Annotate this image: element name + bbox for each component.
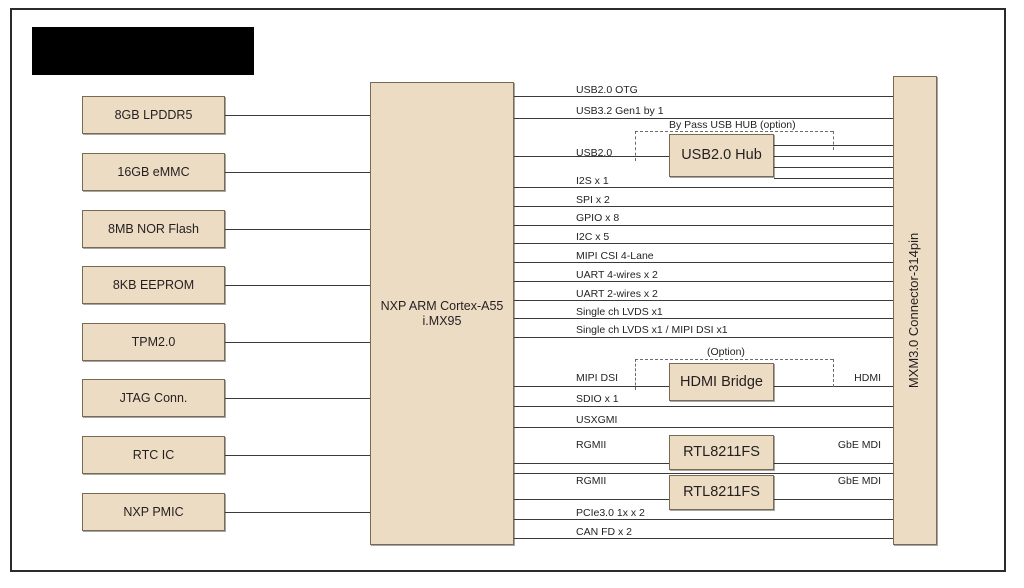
bypass-usb-hub-right-leg xyxy=(833,131,834,150)
output-label-hdmi: HDMI xyxy=(854,372,881,384)
iface-label-gpio: GPIO x 8 xyxy=(576,212,620,224)
module-label: RTL8211FS xyxy=(683,444,760,461)
bypass-usb-hub-left-leg xyxy=(635,131,636,161)
signal-line-hub-port-2 xyxy=(774,156,893,157)
iface-label-lvds-dsi: Single ch LVDS x1 / MIPI DSI x1 xyxy=(576,324,728,336)
signal-line-uart4 xyxy=(514,281,893,282)
iface-label-usb2: USB2.0 xyxy=(576,147,613,159)
module-label: USB2.0 Hub xyxy=(681,147,762,164)
block-label: TPM2.0 xyxy=(131,334,176,349)
block-soc-imx95[interactable]: NXP ARM Cortex-A55 i.MX95 xyxy=(370,82,514,545)
block-hdmi-bridge[interactable]: HDMI Bridge xyxy=(669,363,774,401)
signal-line-phy1-to-mdi xyxy=(774,463,893,464)
block-lpddr5[interactable]: 8GB LPDDR5 xyxy=(82,96,225,134)
signal-line-hub-port-4 xyxy=(774,178,893,179)
signal-line-rgmii1-to-phy xyxy=(514,463,669,464)
block-label: 16GB eMMC xyxy=(117,164,190,179)
line-tpm xyxy=(225,342,370,343)
block-label: NXP PMIC xyxy=(123,504,184,519)
output-label-gbe-mdi-2: GbE MDI xyxy=(837,475,881,487)
iface-label-usb32-gen1: USB3.2 Gen1 by 1 xyxy=(576,105,664,117)
iface-label-lvds: Single ch LVDS x1 xyxy=(576,306,663,318)
redacted-title-bar xyxy=(32,27,254,75)
iface-label-uart4: UART 4-wires x 2 xyxy=(576,269,658,281)
signal-line-mipi-csi xyxy=(514,262,893,263)
line-lpddr5 xyxy=(225,115,370,116)
mxm-connector-label: MXM3.0 Connector-314pin xyxy=(906,232,922,389)
signal-line-pcie xyxy=(514,519,893,520)
bypass-usb-hub-note: By Pass USB HUB (option) xyxy=(669,119,796,131)
block-jtag[interactable]: JTAG Conn. xyxy=(82,379,225,417)
signal-line-usb2-to-hub xyxy=(514,156,669,157)
signal-line-usb2-otg xyxy=(514,96,893,97)
iface-label-rgmii-1: RGMII xyxy=(576,439,607,451)
line-rtc xyxy=(225,455,370,456)
option-hdmi-left-leg xyxy=(635,359,636,390)
iface-label-spi: SPI x 2 xyxy=(576,194,610,206)
line-emmc xyxy=(225,172,370,173)
signal-line-spi xyxy=(514,206,893,207)
block-label: 8KB EEPROM xyxy=(112,277,195,292)
soc-label-line2: i.MX95 xyxy=(422,313,462,328)
option-hdmi-top-run xyxy=(635,359,833,360)
block-label: 8GB LPDDR5 xyxy=(114,107,193,122)
output-label-gbe-mdi-1: GbE MDI xyxy=(837,439,881,451)
signal-line-i2c xyxy=(514,243,893,244)
iface-label-i2s: I2S x 1 xyxy=(576,175,609,187)
iface-label-mipi-dsi: MIPI DSI xyxy=(576,372,619,384)
line-nor-flash xyxy=(225,229,370,230)
block-label: JTAG Conn. xyxy=(119,390,188,405)
signal-line-usxgmi xyxy=(514,427,893,428)
block-phy-rtl8211fs-2[interactable]: RTL8211FS xyxy=(669,475,774,510)
iface-label-usb2-otg: USB2.0 OTG xyxy=(576,84,638,96)
iface-label-mipi-csi: MIPI CSI 4-Lane xyxy=(576,250,654,262)
block-rtc[interactable]: RTC IC xyxy=(82,436,225,474)
line-jtag xyxy=(225,398,370,399)
block-mxm-connector[interactable]: MXM3.0 Connector-314pin xyxy=(893,76,937,545)
iface-label-sdio: SDIO x 1 xyxy=(576,393,619,405)
signal-line-gpio xyxy=(514,225,893,226)
module-label: HDMI Bridge xyxy=(680,373,763,390)
signal-line-dsi-to-bridge xyxy=(514,386,669,387)
block-usb2-hub[interactable]: USB2.0 Hub xyxy=(669,134,774,177)
iface-label-uart2: UART 2-wires x 2 xyxy=(576,288,658,300)
option-hdmi-note: (Option) xyxy=(707,346,745,358)
signal-line-i2s xyxy=(514,187,893,188)
block-tpm[interactable]: TPM2.0 xyxy=(82,323,225,361)
line-eeprom xyxy=(225,285,370,286)
block-nor-flash[interactable]: 8MB NOR Flash xyxy=(82,210,225,248)
iface-label-canfd: CAN FD x 2 xyxy=(576,526,633,538)
iface-label-i2c: I2C x 5 xyxy=(576,231,610,243)
signal-line-divider-phy1 xyxy=(514,473,893,474)
signal-line-sdio xyxy=(514,406,893,407)
iface-label-usxgmi: USXGMI xyxy=(576,414,618,426)
block-phy-rtl8211fs-1[interactable]: RTL8211FS xyxy=(669,435,774,470)
signal-line-hub-port-3 xyxy=(774,167,893,168)
line-pmic xyxy=(225,512,370,513)
iface-label-rgmii-2: RGMII xyxy=(576,475,607,487)
signal-line-rgmii2-to-phy xyxy=(514,499,669,500)
soc-label-line1: NXP ARM Cortex-A55 xyxy=(380,299,504,314)
signal-line-phy2-to-mdi xyxy=(774,499,893,500)
signal-line-usb32-gen1 xyxy=(514,118,893,119)
iface-label-pcie: PCIe3.0 1x x 2 xyxy=(576,507,645,519)
block-eeprom[interactable]: 8KB EEPROM xyxy=(82,266,225,304)
signal-line-lvds xyxy=(514,318,893,319)
signal-line-lvds-dsi xyxy=(514,337,893,338)
signal-line-uart2 xyxy=(514,300,893,301)
block-pmic[interactable]: NXP PMIC xyxy=(82,493,225,531)
module-label: RTL8211FS xyxy=(683,484,760,501)
signal-line-canfd xyxy=(514,538,893,539)
bypass-usb-hub-top-run xyxy=(635,131,833,132)
block-label: 8MB NOR Flash xyxy=(108,221,199,236)
block-emmc[interactable]: 16GB eMMC xyxy=(82,153,225,191)
option-hdmi-right-leg xyxy=(833,359,834,387)
block-label: RTC IC xyxy=(132,447,175,462)
